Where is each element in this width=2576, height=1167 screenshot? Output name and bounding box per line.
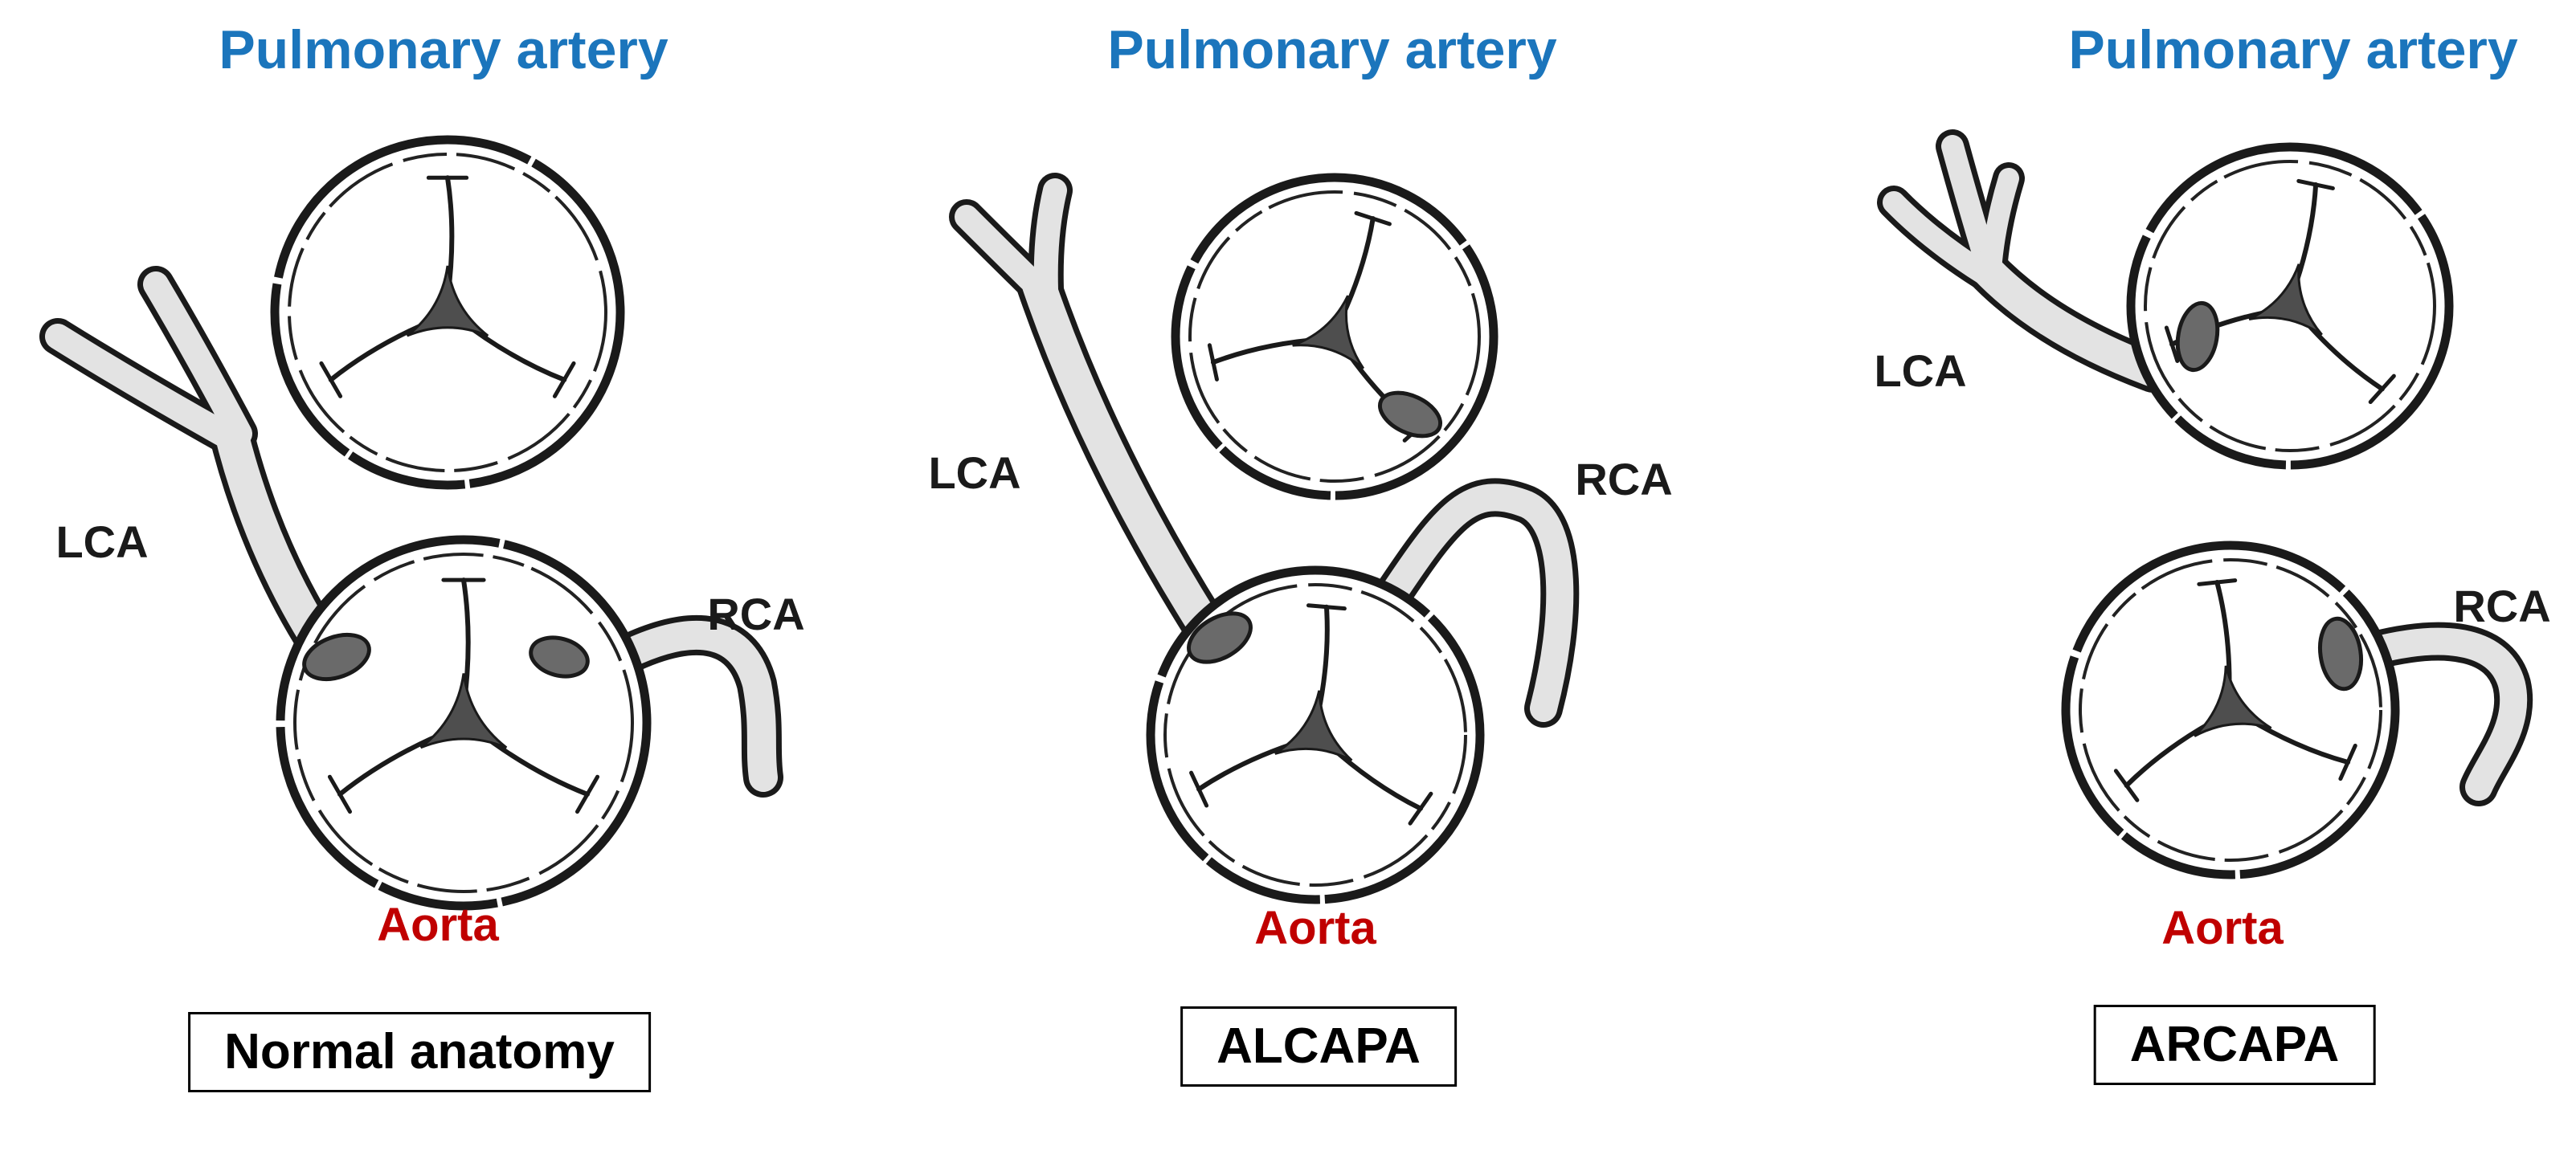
- aortic-ostium: [1187, 611, 1253, 664]
- lca-vessel-lumen: [213, 410, 337, 659]
- lca-vessel-lumen: [1969, 251, 2169, 387]
- valve-commissure-tick: [1354, 210, 1392, 226]
- pulmonary-artery-circle-inner-ring: [1188, 190, 1481, 483]
- valve-commissure-tick: [327, 774, 353, 814]
- valve-commissure-tick: [1306, 603, 1347, 611]
- lca-vessel: [949, 173, 1228, 649]
- caption-arcapa: ARCAPA: [2093, 1005, 2376, 1085]
- valve-commissure-tick: [2338, 743, 2357, 781]
- panel-normal-anatomy-drawing: [39, 135, 783, 911]
- aorta-circle-inner-ring: [293, 553, 634, 893]
- lca-vessel: [39, 266, 342, 665]
- rca-vessel-lumen: [612, 621, 778, 792]
- pulmonary-artery-circle-inner-ring: [288, 153, 607, 472]
- panel3-aorta-label: Aorta: [2161, 902, 2284, 954]
- panel2-lca-label: LCA: [928, 447, 1021, 498]
- rca-vessel-lumen: [2361, 627, 2528, 801]
- lca-vessel: [1877, 129, 2175, 393]
- panel1-lca-label: LCA: [55, 516, 149, 567]
- valve-center: [2248, 263, 2323, 337]
- valve-commissure-tick: [1189, 770, 1209, 808]
- valve-commissure-tick: [552, 361, 576, 398]
- panel1-aorta-label: Aorta: [377, 899, 499, 951]
- caption-normal-anatomy: Normal anatomy: [188, 1012, 651, 1092]
- valve-center: [406, 265, 489, 337]
- lca-vessel-lumen: [1022, 268, 1222, 643]
- valve-commissure-tick: [2197, 578, 2238, 586]
- valve-center: [1292, 295, 1365, 369]
- rca-vessel-lumen: [1376, 484, 1574, 722]
- valve-commissure-tick: [2296, 178, 2335, 190]
- valve-center: [1274, 690, 1353, 762]
- caption-alcapa: ALCAPA: [1180, 1006, 1457, 1087]
- valve-commissure-tick: [574, 774, 600, 814]
- pulmonary-ostium: [1377, 390, 1443, 439]
- panel2-aorta-label: Aorta: [1254, 902, 1376, 954]
- panel1-pulmonary-artery-label: Pulmonary artery: [219, 19, 669, 80]
- panel3-rca-label: RCA: [2453, 581, 2551, 631]
- rca-vessel: [1371, 478, 1580, 728]
- aorta-circle-inner-ring: [1163, 583, 1467, 887]
- panel3-pulmonary-artery-label: Pulmonary artery: [2068, 19, 2518, 80]
- valve-commissure-tick: [2113, 769, 2140, 802]
- aortic-ostium: [2317, 616, 2364, 692]
- pulmonary-artery-circle-inner-ring: [2144, 160, 2436, 452]
- valve-commissure-tick: [319, 361, 343, 398]
- right-coronary-ostium: [529, 635, 590, 679]
- panel2-rca-label: RCA: [1575, 454, 1673, 504]
- left-coronary-ostium: [302, 632, 371, 682]
- panel2-pulmonary-artery-label: Pulmonary artery: [1107, 19, 1557, 80]
- rca-vessel: [607, 615, 783, 798]
- pulmonary-ostium: [2175, 300, 2220, 373]
- panel1-rca-label: RCA: [707, 589, 805, 639]
- valve-commissure-tick: [1207, 343, 1219, 382]
- valve-center: [2194, 665, 2272, 737]
- lca-vessel-lumen: [45, 324, 243, 451]
- panel3-lca-label: LCA: [1874, 345, 1967, 396]
- panel-alcapa-drawing: [949, 173, 1580, 904]
- valve-commissure-tick: [2368, 373, 2396, 405]
- valve-center: [419, 673, 508, 749]
- rca-vessel: [2355, 622, 2533, 806]
- aorta-circle-inner-ring: [2079, 558, 2382, 862]
- valve-commissure-tick: [2164, 325, 2180, 363]
- valve-commissure-tick: [1408, 791, 1433, 826]
- panel-arcapa-drawing: [1877, 129, 2533, 879]
